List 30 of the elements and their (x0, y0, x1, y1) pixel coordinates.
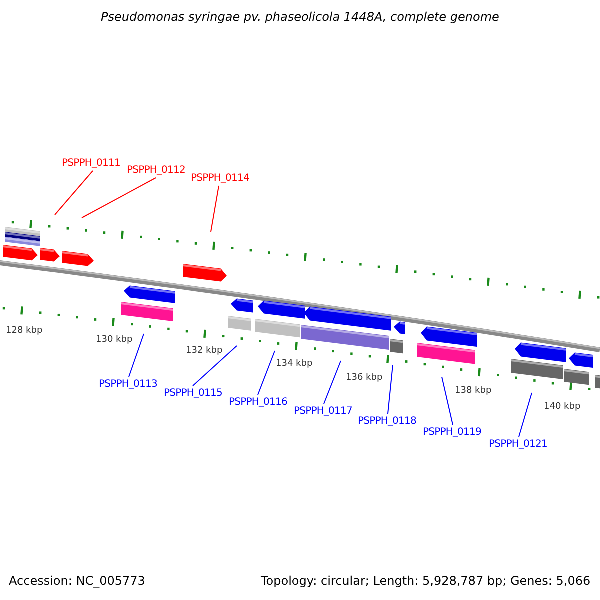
gene-label: PSPPH_0119 (423, 426, 482, 439)
gene-label: PSPPH_0121 (489, 438, 548, 451)
leader-line (54, 170, 94, 216)
accession-text: Accession: NC_005773 (9, 575, 146, 588)
gene-label: PSPPH_0114 (191, 172, 250, 185)
gene-label: PSPPH_0115 (164, 387, 222, 400)
map-title: Pseudomonas syringae pv. phaseolicola 1448A, complete genome (101, 11, 500, 24)
leader-line (442, 376, 454, 426)
leader-line (210, 186, 220, 232)
gene-label: PSPPH_0116 (229, 396, 288, 409)
gene-label: PSPPH_0117 (294, 405, 352, 418)
leader-line (128, 334, 144, 378)
scale-label: 128 kbp (6, 325, 43, 338)
leader-line (324, 360, 342, 404)
leader-line (518, 392, 532, 438)
gene-label: PSPPH_0118 (358, 415, 416, 428)
scale-label: 130 kbp (96, 334, 133, 347)
scale-label: 140 kbp (544, 401, 581, 414)
leader-line (82, 178, 156, 218)
genome-summary-text: Topology: circular; Length: 5,928,787 bp; Genes: 5,066 (261, 575, 591, 588)
scale-label: 138 kbp (455, 385, 492, 398)
scale-label: 136 kbp (346, 372, 383, 385)
scale-label: 134 kbp (276, 358, 313, 371)
gene-label: PSPPH_0113 (99, 378, 158, 391)
leader-line (258, 350, 276, 396)
scale-label: 132 kbp (186, 345, 223, 358)
leader-line (192, 346, 238, 386)
gene-label: PSPPH_0112 (127, 164, 186, 177)
leader-line (388, 364, 394, 414)
gene-label: PSPPH_0111 (62, 157, 120, 170)
